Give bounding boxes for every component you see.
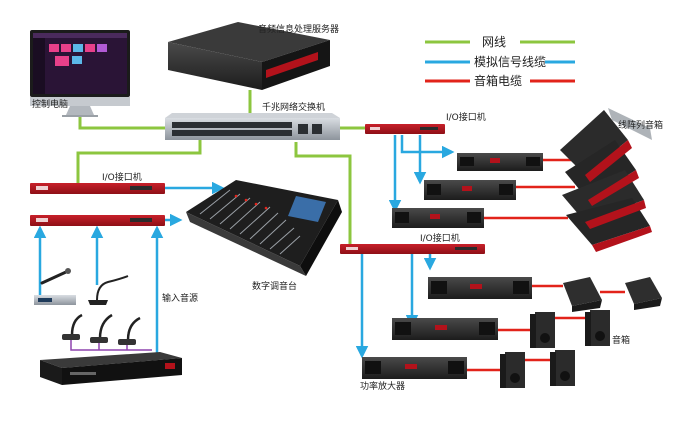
amplifier-6 (362, 357, 467, 379)
net-switch-io-mid (294, 142, 352, 244)
io-unit-top-right (365, 124, 445, 134)
legend-analog-label: 模拟信号线缆 (474, 55, 547, 69)
server-red-panel (266, 52, 318, 78)
amplifier-4 (428, 277, 532, 299)
analog-io1-amp1 (400, 135, 455, 159)
label-mixer: 数字调音台 (252, 282, 298, 292)
label-io-left: I/O接口机 (102, 173, 142, 183)
network-switch (165, 113, 340, 140)
pc-chin (30, 97, 130, 106)
net-switch-io-left (76, 140, 202, 183)
amplifier-1 (457, 153, 543, 171)
server-front-left (168, 42, 262, 90)
legend-network-label: 网线 (482, 35, 507, 49)
io-unit-left-1 (30, 183, 165, 194)
mixer-screen (288, 196, 326, 222)
speaker-cabinet-3 (500, 352, 525, 388)
label-amplifier: 功率放大器 (360, 382, 406, 392)
label-line-array: 线阵列音箱 (618, 121, 664, 131)
conference-mics (62, 313, 152, 351)
stage-monitor-2 (625, 277, 662, 310)
speaker-cabinet-2 (585, 310, 610, 346)
label-input-source: 输入音源 (162, 294, 199, 304)
legend-speaker-label: 音箱电缆 (474, 74, 523, 88)
mixer-faders (199, 189, 301, 255)
audio-server (168, 22, 330, 90)
amplifier-2 (424, 180, 516, 200)
line-array-speaker (560, 108, 652, 252)
label-speaker-box: 音箱 (612, 336, 631, 346)
io-unit-left-2 (30, 215, 165, 226)
stage-monitor-1 (563, 277, 602, 312)
amplifier-3 (392, 208, 484, 228)
legend (425, 40, 575, 83)
gooseneck-mic (88, 275, 129, 305)
analog-cables (33, 135, 455, 359)
net-pc-switch (78, 108, 165, 130)
switch-ports (172, 122, 322, 136)
digital-mixer (186, 180, 342, 276)
label-io-top-right: I/O接口机 (446, 113, 486, 123)
wireless-mic-receiver (34, 268, 76, 305)
conference-host (40, 352, 182, 385)
control-pc (30, 30, 130, 117)
label-server: 音频信息处理服务器 (258, 25, 340, 35)
label-pc: 控制电脑 (32, 100, 69, 110)
server-top (168, 22, 330, 62)
label-switch: 千兆网络交换机 (262, 103, 326, 113)
pc-stand (66, 106, 94, 115)
speaker-cabinet-4 (550, 350, 575, 386)
io-unit-mid-right (340, 244, 485, 254)
amplifier-5 (392, 318, 498, 340)
speaker-cabinet-1 (530, 312, 555, 348)
label-io-mid-right: I/O接口机 (420, 234, 460, 244)
